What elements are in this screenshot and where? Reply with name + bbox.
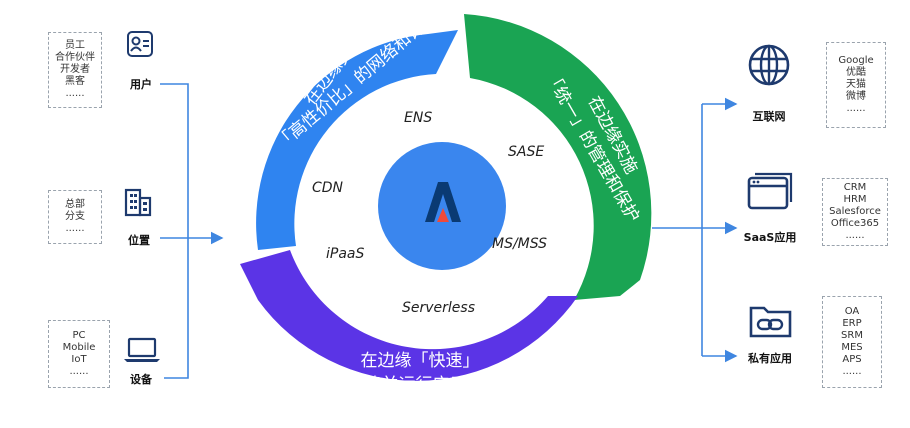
internet-sites-box: Google 优酷 天猫 微博 ...... bbox=[826, 42, 886, 128]
list-item: 分支 bbox=[65, 211, 85, 222]
list-item: PC bbox=[72, 330, 86, 341]
purple-ring-line2: 构建并运行应用程序 bbox=[348, 375, 501, 395]
edge-platform-logo bbox=[425, 182, 461, 222]
list-item: Mobile bbox=[62, 342, 96, 353]
building-icon bbox=[124, 188, 152, 217]
list-item: ...... bbox=[65, 88, 85, 99]
list-item: CRM bbox=[843, 182, 867, 193]
internet-label: 互联网 bbox=[752, 110, 786, 123]
list-item: IoT bbox=[71, 354, 87, 365]
inner-label-cdn: CDN bbox=[312, 180, 344, 196]
list-item: ...... bbox=[69, 366, 89, 377]
saas-label: SaaS应用 bbox=[743, 231, 797, 244]
blue-ring-line2: 「高性价比」的网络和计算 bbox=[272, 7, 441, 153]
user-types-box: 员工 合作伙伴 开发者 黑客 ...... bbox=[48, 32, 102, 108]
list-item: ...... bbox=[842, 366, 862, 377]
list-item: 优酷 bbox=[846, 67, 866, 78]
green-ring-segment bbox=[464, 14, 652, 300]
inner-label-ipaas: iPaaS bbox=[326, 246, 364, 262]
inner-label-serverless: Serverless bbox=[402, 300, 475, 316]
device-types-box: PC Mobile IoT ...... bbox=[48, 320, 110, 388]
list-item: ...... bbox=[65, 223, 85, 234]
browser-window-icon bbox=[747, 172, 793, 210]
list-item: 开发者 bbox=[60, 64, 90, 75]
location-label: 位置 bbox=[128, 234, 150, 247]
inner-label-msmss: MS/MSS bbox=[492, 236, 547, 252]
blue-ring-segment bbox=[256, 30, 458, 250]
purple-ring-segment bbox=[240, 250, 578, 381]
user-id-card-icon bbox=[127, 31, 153, 57]
inner-label-ens: ENS bbox=[404, 110, 432, 126]
globe-icon bbox=[748, 44, 790, 86]
inner-label-sase: SASE bbox=[508, 144, 544, 160]
list-item: APS bbox=[842, 354, 862, 365]
folder-link-icon bbox=[749, 306, 792, 338]
private-apps-label: 私有应用 bbox=[748, 352, 792, 365]
list-item: 合作伙伴 bbox=[55, 52, 95, 63]
list-item: 天猫 bbox=[846, 79, 866, 90]
list-item: MES bbox=[841, 342, 863, 353]
list-item: OA bbox=[844, 306, 860, 317]
device-label: 设备 bbox=[130, 373, 152, 386]
user-label: 用户 bbox=[130, 78, 152, 91]
list-item: ...... bbox=[846, 103, 866, 114]
list-item: Google bbox=[838, 55, 874, 66]
private-apps-box: OA ERP SRM MES APS ...... bbox=[822, 296, 882, 388]
list-item: ...... bbox=[845, 230, 865, 241]
laptop-icon bbox=[124, 337, 160, 362]
list-item: 微博 bbox=[846, 91, 866, 102]
list-item: Salesforce bbox=[829, 206, 881, 217]
list-item: 总部 bbox=[65, 199, 85, 210]
list-item: 黑客 bbox=[65, 76, 85, 87]
list-item: Office365 bbox=[830, 218, 880, 229]
list-item: HRM bbox=[843, 194, 867, 205]
purple-ring-line1: 在边缘「快速」 bbox=[361, 351, 480, 371]
list-item: ERP bbox=[842, 318, 862, 329]
list-item: SRM bbox=[841, 330, 863, 341]
location-types-box: 总部 分支 ...... bbox=[48, 190, 102, 244]
saas-apps-box: CRM HRM Salesforce Office365 ...... bbox=[822, 178, 888, 246]
center-circle bbox=[378, 142, 506, 270]
list-item: 员工 bbox=[65, 40, 85, 51]
